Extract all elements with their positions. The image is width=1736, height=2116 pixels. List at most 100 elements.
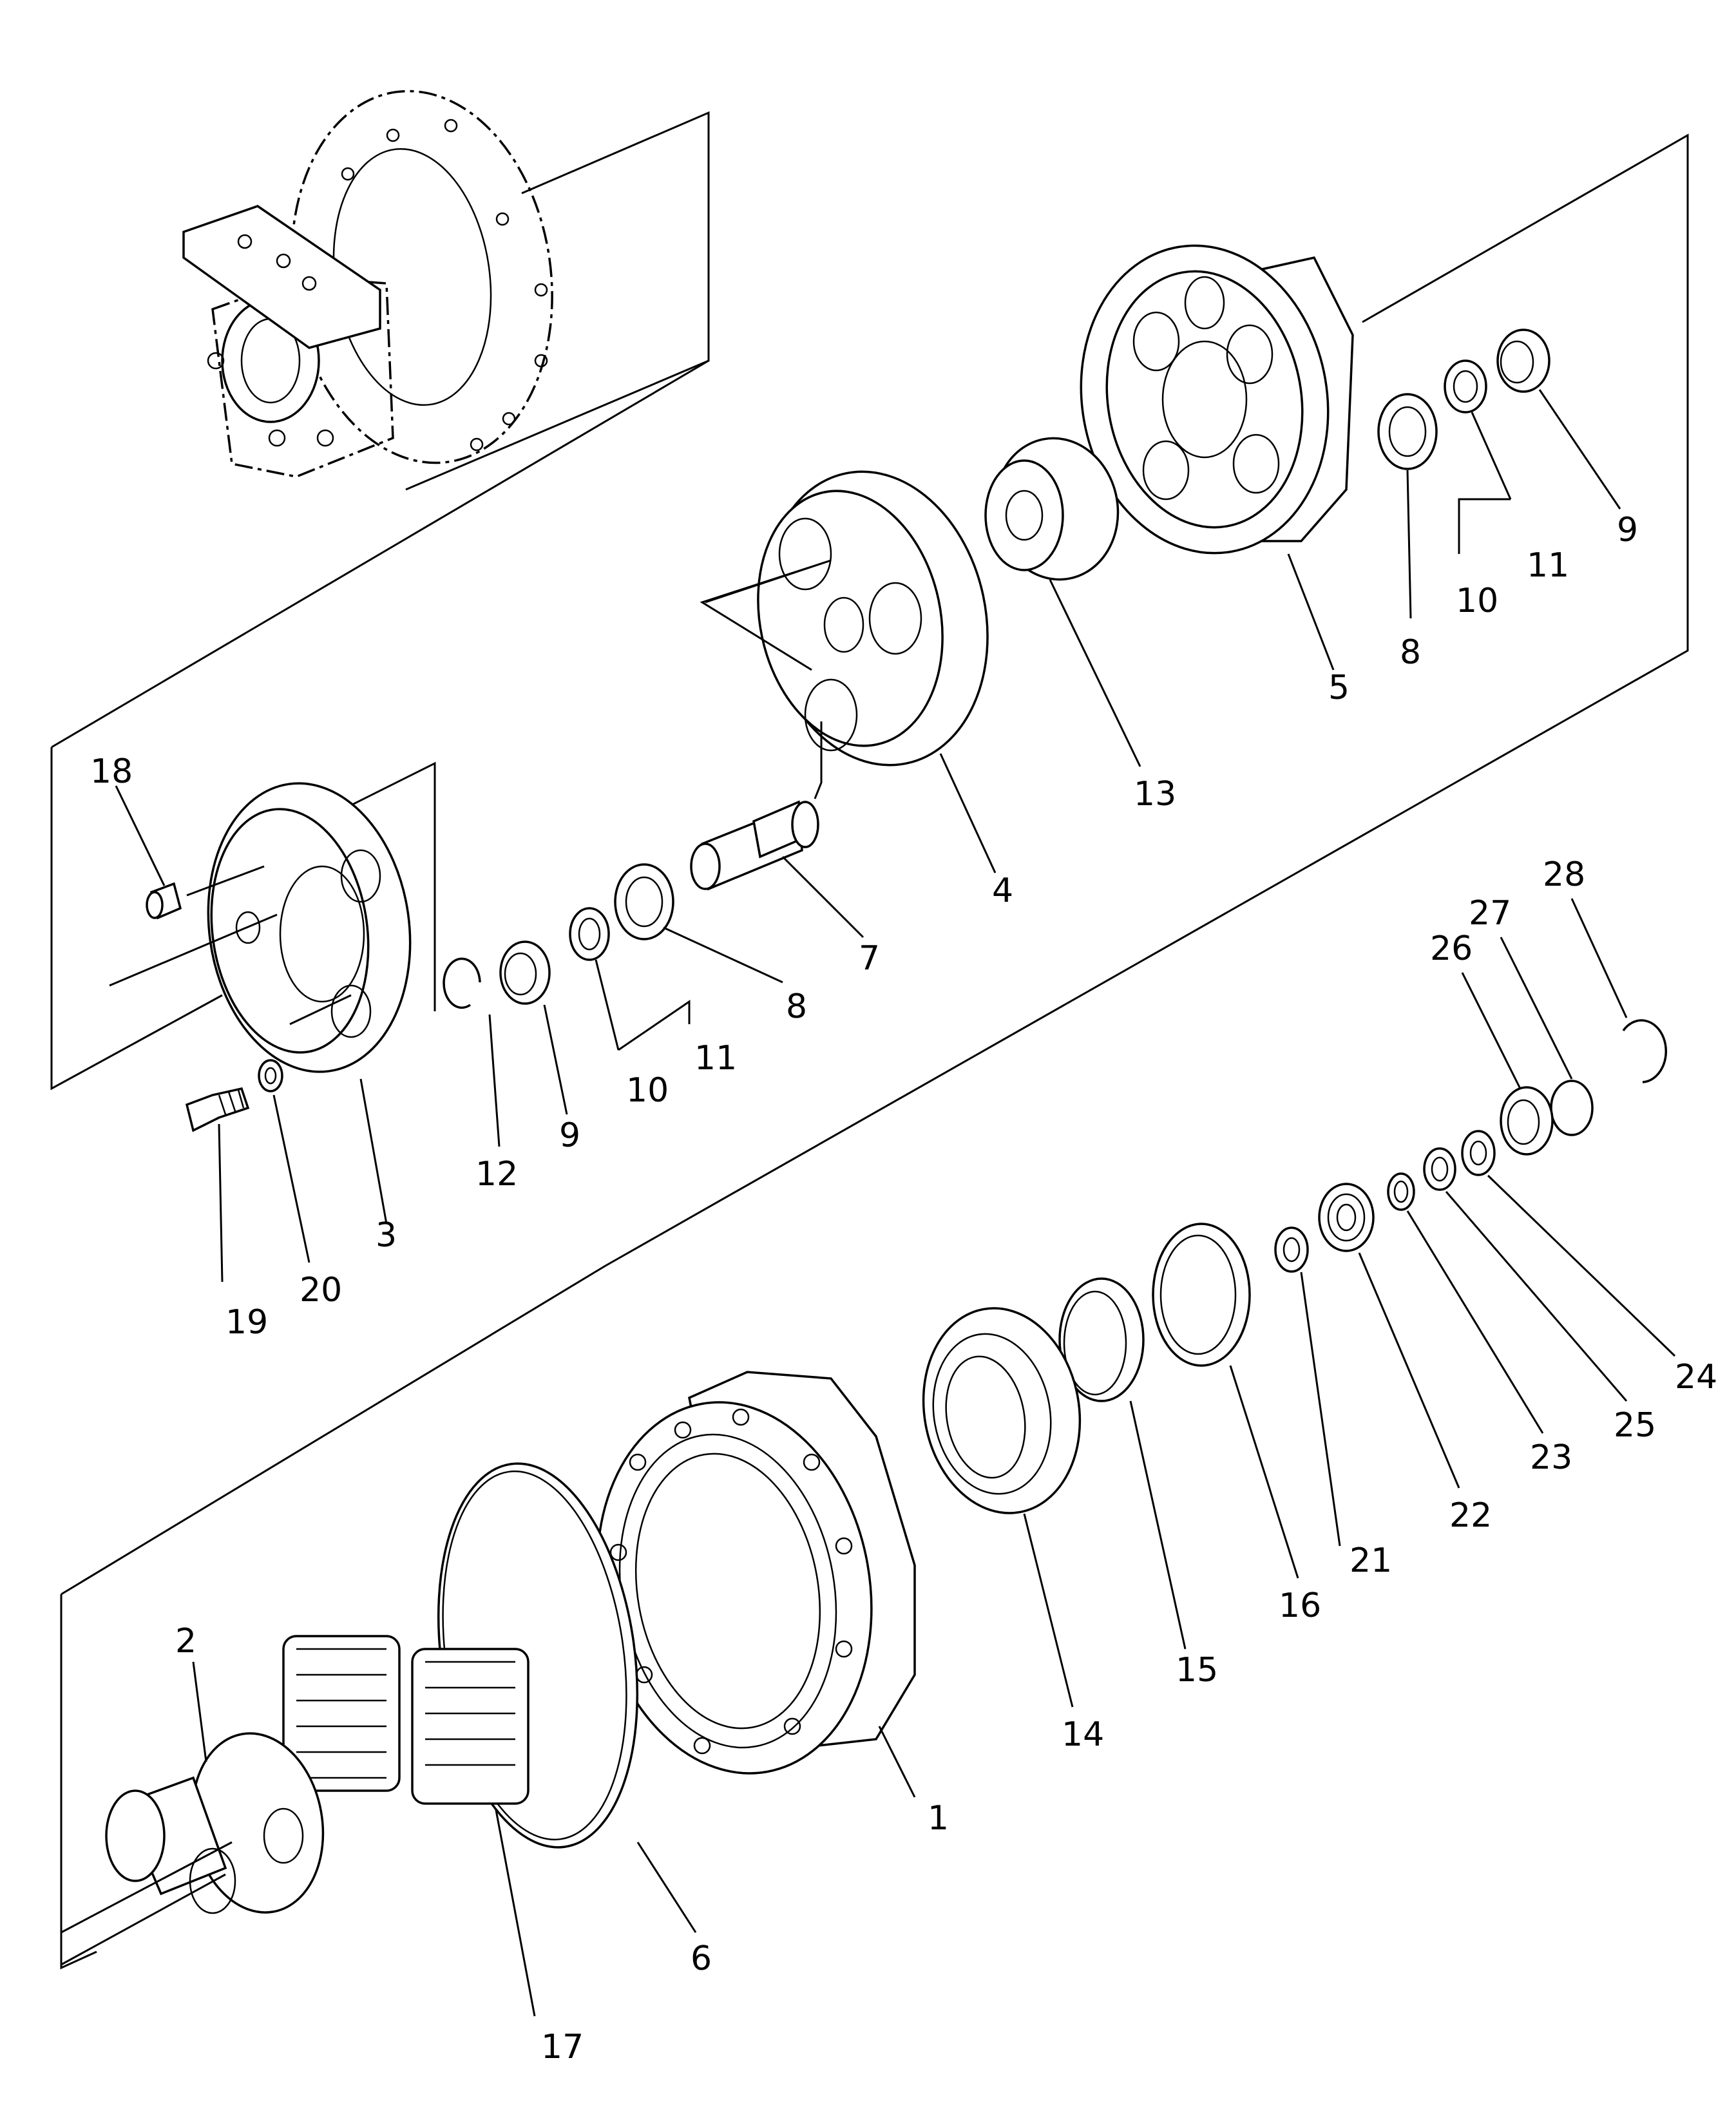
bushing-9-upper [1496,329,1550,393]
snap-ring-28 [1622,1019,1668,1083]
part-label-12: 12 [475,1155,518,1194]
leader-7 [781,855,864,939]
leader-6 [636,1842,697,1933]
part-label-8-lower: 8 [786,987,807,1026]
part-label-24: 24 [1675,1358,1717,1396]
ring-gear-5 [1080,244,1354,555]
part-label-25: 25 [1614,1406,1656,1445]
bushing-9-lower [499,940,551,1005]
bracket-10-11-upper [1458,498,1511,554]
ring-15 [1058,1277,1145,1402]
part-label-14: 14 [1062,1715,1104,1754]
part-label-4: 4 [992,872,1013,910]
part-label-10-upper: 10 [1456,582,1498,620]
leader-15 [1129,1400,1187,1650]
leader-3 [359,1078,388,1225]
part-label-1: 1 [928,1799,949,1838]
bolt-19 [185,1087,250,1132]
panel-lower-top [61,1264,606,1596]
spindle-2 [61,1732,325,1966]
planet-gear-13 [984,437,1120,581]
leader-19 [218,1123,224,1282]
part-label-19: 19 [225,1303,268,1342]
planet-shaft-7 [690,800,819,891]
thrust-washer-11-upper [1444,359,1487,414]
leader-16b [1300,1272,1341,1547]
panel-middle-outline [51,359,709,748]
leader-16 [1229,1365,1299,1579]
leader-5 [1287,553,1335,671]
part-label-3: 3 [376,1216,397,1255]
leader-11-upper [1471,412,1512,500]
part-label-13: 13 [1134,775,1176,814]
nut-24 [1461,1130,1496,1176]
part-label-10-lower: 10 [626,1071,669,1110]
part-label-23: 23 [1530,1438,1572,1477]
part-label-21: 21 [1350,1541,1392,1580]
part-label-6: 6 [691,1940,712,1978]
part-label-26: 26 [1430,929,1473,968]
lock-washer-25 [1423,1147,1456,1191]
bracket-10-11-lower [618,1000,691,1051]
leader-25 [1445,1191,1628,1402]
thrust-washer-10-11-lower [569,907,610,961]
needle-bearing-8-lower [614,863,674,940]
panel-middle-right [605,133,1689,1267]
snap-ring-12 [443,957,481,1009]
planet-carrier-4 [700,470,989,799]
part-label-28: 28 [1543,855,1585,894]
needle-bearing-8-upper [1377,393,1438,470]
ring-27 [1550,1080,1594,1136]
part-label-27: 27 [1469,894,1511,933]
leader-8-lower [663,926,783,984]
part-label-16: 16 [1279,1587,1321,1625]
collar-21 [1274,1226,1309,1273]
part-label-7: 7 [859,939,880,978]
part-label-8-upper: 8 [1400,633,1421,672]
leader-9-lower [543,1004,568,1115]
pin-18 [146,882,182,920]
bearing-26 [1500,1086,1554,1156]
spacer-23 [1387,1172,1415,1211]
part-label-18: 18 [90,752,133,791]
part-label-15: 15 [1176,1651,1218,1690]
leader-20 [272,1094,310,1263]
leader-28 [1570,898,1628,1018]
leader-1 [878,1726,916,1798]
housing-part [182,90,553,478]
part-label-17: 17 [541,2028,584,2066]
leader-2 [192,1661,207,1762]
washer-20 [258,1059,283,1092]
panel-lower-outline [60,1594,97,1970]
leader-14 [1023,1513,1074,1708]
leader-22 [1358,1252,1460,1489]
part-label-2: 2 [175,1622,196,1661]
part-label-20: 20 [300,1271,342,1310]
leader-9-upper [1538,389,1621,510]
leader-17 [495,1809,536,2017]
ball-bearing-22 [1318,1183,1375,1252]
carrier-plate-3 [109,761,436,1073]
leader-4 [939,753,997,873]
leader-24 [1487,1174,1676,1357]
part-label-11-lower: 11 [694,1039,737,1078]
part-label-5: 5 [1328,669,1350,707]
part-label-11-upper: 11 [1527,546,1569,585]
leader-13 [1049,579,1141,767]
leader-26 [1461,972,1521,1089]
seal-16 [1152,1223,1251,1367]
panel-upper-outline [405,111,710,491]
part-label-22: 22 [1449,1496,1492,1535]
leader-12 [488,1014,501,1147]
leader-27 [1500,937,1573,1080]
roller-bearing-14 [922,1307,1082,1514]
rollers-17 [282,1635,529,1805]
part-label-9-lower: 9 [559,1116,580,1155]
leader-18 [115,785,166,886]
part-label-9-upper: 9 [1617,511,1638,549]
leader-8-upper [1406,470,1412,619]
leader-23 [1406,1210,1544,1434]
leader-10-lower [595,959,620,1051]
hub-1 [596,1371,916,1775]
